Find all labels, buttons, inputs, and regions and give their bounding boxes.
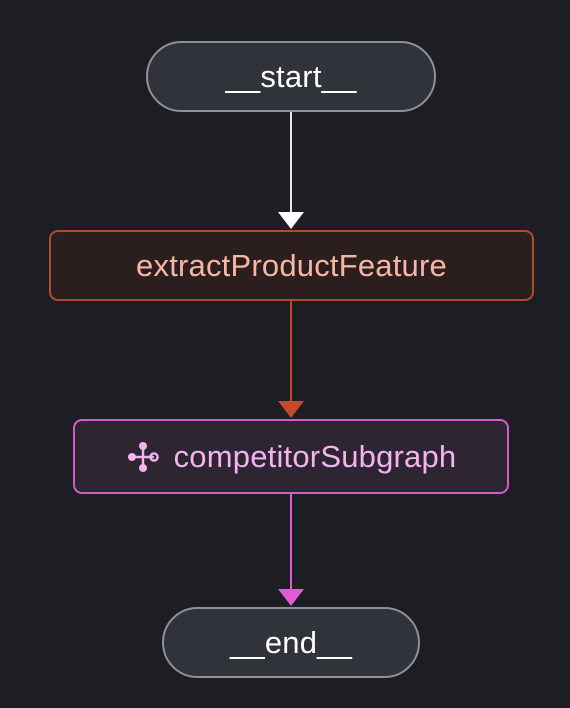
edge-extract-to-subgraph — [278, 301, 304, 418]
edge-arrowhead — [278, 589, 304, 606]
node-end-label: __end__ — [229, 624, 353, 660]
node-start[interactable]: __start__ — [146, 41, 436, 112]
edge-arrowhead — [278, 401, 304, 418]
subgraph-icon — [127, 441, 159, 472]
node-end[interactable]: __end__ — [162, 607, 420, 678]
node-extract-product-feature[interactable]: extractProductFeature — [49, 230, 534, 301]
node-competitor-subgraph[interactable]: competitorSubgraph — [73, 419, 509, 494]
node-subgraph-label: competitorSubgraph — [173, 438, 457, 474]
edge-arrowhead — [278, 212, 304, 229]
edge-subgraph-to-end — [278, 494, 304, 606]
edge-start-to-extract — [278, 112, 304, 229]
node-start-label: __start__ — [225, 58, 357, 94]
node-extract-label: extractProductFeature — [136, 247, 447, 283]
